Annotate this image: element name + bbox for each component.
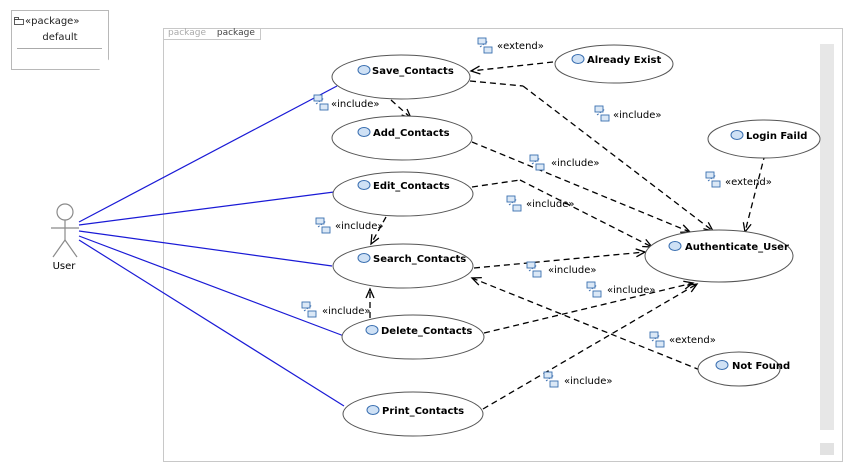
label-extend-login-faild: «extend» [725, 177, 772, 188]
label-include-print-auth: «include» [564, 376, 612, 387]
frame-name-label: package [216, 28, 255, 38]
actor-right-leg [64, 239, 78, 258]
include-line-save-auth [469, 80, 524, 87]
label-include-delete-auth: «include» [607, 285, 655, 296]
actor-head [56, 203, 74, 221]
use-case-label: Edit_Contacts [373, 181, 450, 192]
association-user-save [78, 85, 338, 223]
use-case-icon [730, 130, 744, 140]
package-legend: «package» default [11, 10, 109, 70]
extend-line-not-found [470, 277, 701, 371]
label-include-save-auth: «include» [613, 110, 661, 121]
use-case-save-contacts[interactable]: Save_Contacts [331, 54, 471, 100]
actor-user[interactable] [51, 203, 79, 258]
use-case-icon [571, 54, 585, 64]
use-case-icon [357, 65, 371, 75]
include-line-print-auth [482, 283, 699, 410]
use-case-icon [357, 127, 371, 137]
actor-user-label: User [53, 261, 77, 272]
legend-stereotype: «package» [25, 16, 80, 27]
use-case-icon [357, 180, 371, 190]
dependencies [365, 61, 766, 410]
use-case-label: Search_Contacts [373, 254, 466, 265]
extend-line-login-faild [742, 153, 766, 234]
use-case-already-exist[interactable]: Already Exist [554, 44, 674, 84]
label-extend-not-found: «extend» [669, 335, 716, 346]
include-line-save-add [390, 99, 413, 120]
use-case-label: Print_Contacts [382, 406, 464, 417]
association-user-edit [78, 191, 335, 226]
association-user-print [78, 239, 345, 407]
legend-package-name: default [42, 32, 78, 43]
use-case-icon [357, 253, 371, 263]
label-include-edit-auth: «include» [526, 199, 574, 210]
use-case-print-contacts[interactable]: Print_Contacts [342, 391, 484, 437]
include-icon [529, 154, 545, 171]
include-icon [526, 261, 542, 278]
package-frame-tab: package package [163, 28, 261, 40]
package-icon [14, 17, 24, 25]
use-case-delete-contacts[interactable]: Delete_Contacts [341, 314, 485, 360]
association-user-search [78, 230, 333, 267]
actor-left-leg [52, 239, 66, 258]
include-line-edit-auth-b [519, 179, 654, 248]
dependency-labels: «extend» «include» «include» «include» «… [301, 37, 772, 388]
use-cases: Save_Contacts Add_Contacts Edit_Contacts… [331, 44, 821, 437]
use-case-label: Not Found [732, 361, 790, 372]
extend-icon [649, 331, 665, 348]
associations [78, 85, 345, 407]
use-case-label: Add_Contacts [373, 128, 450, 139]
include-line-edit-auth-a [471, 179, 521, 188]
use-case-label: Login Faild [746, 131, 807, 142]
include-line-add-auth [471, 141, 692, 233]
association-user-delete [78, 235, 345, 337]
include-icon [543, 371, 559, 388]
include-icon [301, 301, 317, 318]
include-icon [594, 105, 610, 122]
label-include-save-add: «include» [331, 99, 379, 110]
use-case-label: Already Exist [587, 55, 661, 66]
label-extend-already-exist: «extend» [497, 41, 544, 52]
include-line-delete-auth [483, 280, 695, 334]
use-case-label: Save_Contacts [372, 66, 454, 77]
include-icon [506, 195, 522, 212]
legend-divider [17, 48, 102, 49]
include-line-edit-search [370, 216, 387, 246]
label-include-delete-search: «include» [322, 306, 370, 317]
use-case-edit-contacts[interactable]: Edit_Contacts [332, 171, 474, 217]
use-case-not-found[interactable]: Not Found [697, 351, 790, 387]
use-case-authenticate-user[interactable]: Authenticate_User [644, 229, 794, 283]
use-case-icon [668, 241, 682, 251]
use-case-icon [366, 405, 380, 415]
use-case-label: Delete_Contacts [381, 326, 472, 337]
include-icon [315, 217, 331, 234]
extend-icon [705, 171, 721, 188]
frame-kind-label: package [168, 28, 206, 38]
include-icon [313, 94, 329, 111]
label-include-search-auth: «include» [548, 265, 596, 276]
use-case-icon [715, 360, 729, 370]
include-icon [586, 281, 602, 298]
use-case-icon [365, 325, 379, 335]
use-case-search-contacts[interactable]: Search_Contacts [332, 243, 474, 289]
label-include-edit-search: «include» [335, 221, 383, 232]
extend-line-already-exist [469, 61, 554, 75]
label-include-add-auth: «include» [551, 158, 599, 169]
use-case-login-faild[interactable]: Login Faild [707, 119, 821, 159]
use-case-add-contacts[interactable]: Add_Contacts [331, 115, 473, 161]
scrollbar-corner [820, 443, 834, 455]
include-line-search-auth [473, 248, 647, 269]
vertical-scrollbar[interactable] [820, 44, 834, 430]
package-frame [163, 28, 843, 462]
use-case-label: Authenticate_User [685, 242, 789, 253]
extend-icon [477, 37, 493, 54]
